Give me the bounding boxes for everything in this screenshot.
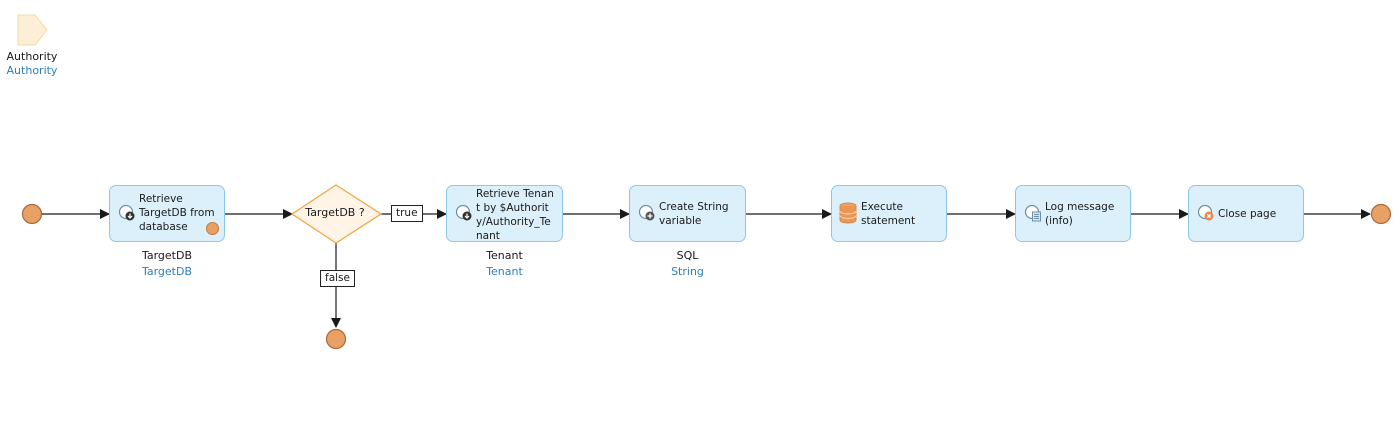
activity-label: Close page [1218, 208, 1277, 220]
end-event-false[interactable] [325, 328, 347, 350]
parameter-type: Authority [6, 64, 58, 77]
decision-label: TargetDB ? [305, 206, 365, 219]
parameter-name: Authority [6, 50, 58, 63]
parameter-authority[interactable]: Authority Authority [4, 14, 60, 79]
output-name: TargetDB [141, 249, 193, 262]
activity-label: Create String variable [659, 201, 729, 227]
parameter-icon [17, 14, 48, 46]
activity-create-string-variable[interactable]: Create String variable [629, 185, 746, 242]
activity-retrieve-tenant[interactable]: Retrieve Tenant by $Authority/Authority_… [446, 185, 563, 242]
create-variable-icon [638, 204, 655, 221]
activity-label: Execute statement [861, 201, 916, 227]
log-icon [1024, 204, 1041, 222]
false-label: false [320, 270, 355, 287]
activity-retrieve-targetdb[interactable]: Retrieve TargetDB from database [109, 185, 225, 242]
retrieve-icon [118, 204, 135, 221]
activity-label: Retrieve TargetDB from database [139, 193, 215, 233]
decision-diamond[interactable] [290, 184, 383, 244]
output-targetdb: TargetDB TargetDB [109, 248, 225, 280]
output-type: Tenant [486, 265, 523, 278]
output-sql: SQL String [629, 248, 746, 280]
activity-log-message[interactable]: Log message (info) [1015, 185, 1131, 242]
output-name: SQL [676, 249, 699, 262]
output-name: Tenant [486, 249, 523, 262]
activity-close-page[interactable]: Close page [1188, 185, 1304, 242]
close-page-icon [1197, 204, 1214, 221]
error-handler-badge [206, 222, 219, 235]
activity-execute-statement[interactable]: Execute statement [831, 185, 947, 242]
database-icon [839, 202, 857, 224]
activity-label: Log message (info) [1045, 201, 1115, 227]
true-label: true [391, 205, 423, 222]
output-type: TargetDB [141, 265, 193, 278]
output-type: String [671, 265, 704, 278]
start-event[interactable] [21, 203, 43, 225]
activity-label: Retrieve Tenant by $Authority/Authority_… [476, 188, 554, 242]
end-event[interactable] [1370, 203, 1392, 225]
retrieve-icon [455, 204, 472, 221]
output-tenant: Tenant Tenant [446, 248, 563, 280]
